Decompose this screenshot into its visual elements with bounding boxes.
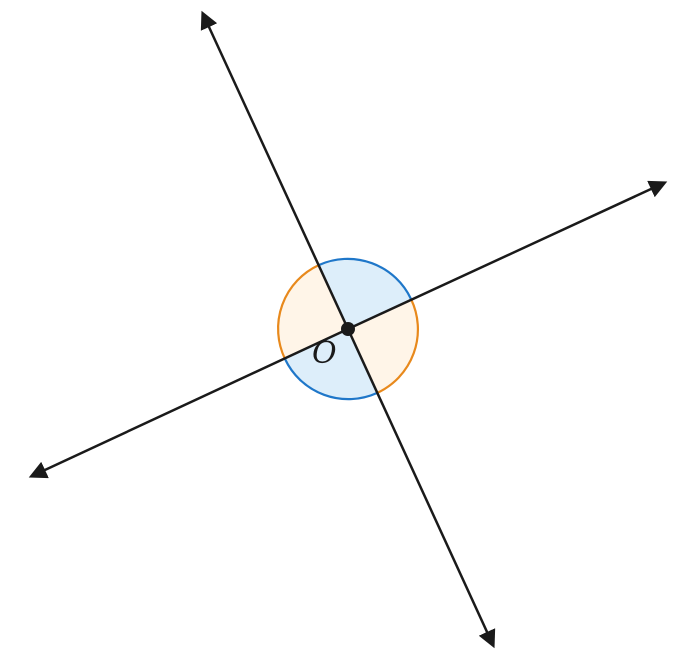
line-through-o-shallow <box>347 180 668 331</box>
angle-arc-bottom <box>284 358 378 401</box>
angle-arc-left <box>277 263 320 360</box>
angle-arc-top <box>318 257 412 300</box>
angle-sector-top <box>319 258 411 329</box>
angle-sector-left <box>278 265 348 359</box>
angle-arc-right <box>376 298 419 395</box>
angle-sector-bottom <box>285 329 377 400</box>
line-through-o-shallow-lower <box>28 327 349 479</box>
line-through-o-steep-lower <box>346 328 496 649</box>
intersection-point <box>341 322 355 336</box>
angle-sector-right <box>348 299 418 393</box>
intersection-label: O <box>312 336 337 371</box>
line-through-o-steep <box>200 10 350 330</box>
